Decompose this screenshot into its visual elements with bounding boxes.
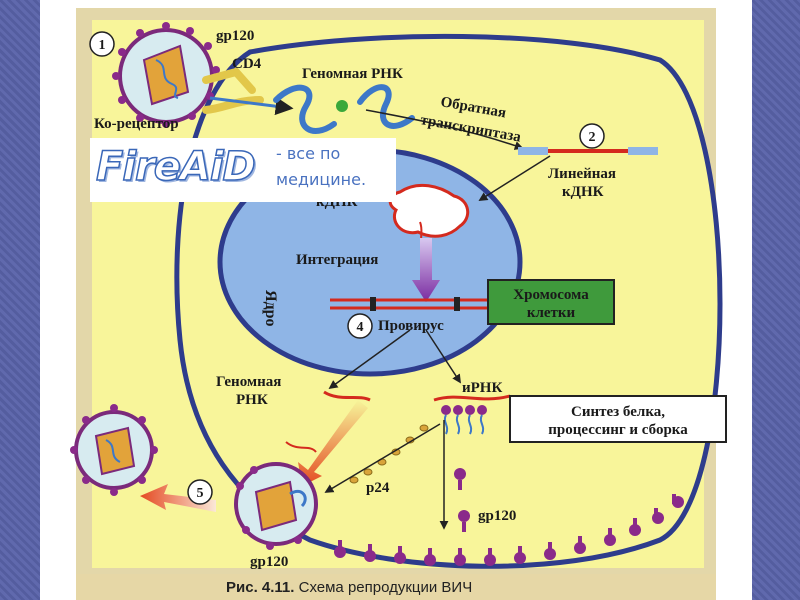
membrane-gp120-receptors [334,494,684,566]
svg-text:4: 4 [357,320,364,335]
label-synthesis-1: Синтез белка, [571,404,665,420]
reverse-transcriptase-enzyme [336,100,348,112]
gp120-cytoplasm [454,468,470,532]
linear-cdna [518,147,658,155]
rna-fragment [285,441,317,453]
svg-text:1: 1 [99,38,106,53]
entry-arrow [209,96,294,116]
watermark-tagline-2: медицине. [276,170,367,189]
mrna-ribosomes [433,394,511,435]
arrow-to-mrna [425,329,461,384]
label-p24: p24 [366,480,390,496]
label-synthesis-2: процессинг и сборка [548,422,688,438]
caption-number: Рис. 4.11. [226,579,295,596]
step-2: 2 [579,123,605,149]
svg-text:5: 5 [197,486,204,501]
label-gp120-top: gp120 [216,28,254,44]
virion-entering [112,22,220,128]
assembly-arrow-orange [298,400,368,486]
step-1: 1 [89,31,115,57]
release-arrow [140,484,216,512]
label-mrna: иРНК [462,380,502,396]
arrow-to-nucleus [478,155,551,201]
svg-text:2: 2 [589,130,596,145]
chromosome-label-box [487,279,615,325]
hiv-replication-diagram: 1 2 3 4 5 gp120 CD4 Ко-рецептор Геномная… [70,8,727,574]
watermark-logo: FireAiD [95,143,256,191]
genomic-rna-bottom [323,390,371,402]
label-provirus: Провирус [378,318,444,334]
label-chromosome-2: клетки [527,305,576,321]
label-linear-1: Линейная [548,166,616,182]
host-chromosome [330,297,492,311]
genomic-rna-top [273,84,415,134]
label-genomic-rna-bottom-2: РНК [236,392,268,408]
virion-budding [234,462,318,550]
label-linear-2: кДНК [562,184,604,200]
label-coreceptor: Ко-рецептор [94,116,179,132]
caption-text: Схема репродукции ВИЧ [298,579,473,596]
circular-cdna [388,183,470,238]
label-integration: Интеграция [296,252,378,268]
label-nucleus: Ядро [262,290,279,327]
label-gp120-right: gp120 [478,508,516,524]
label-cd4: CD4 [232,56,262,72]
label-chromosome-1: Хромосома [513,287,589,303]
label-gp120-bottom: gp120 [250,554,288,570]
slide-border-left [0,0,40,600]
integration-arrow [412,238,440,302]
label-genomic-rna-bottom-1: Геномная [216,374,281,390]
figure-caption: Рис. 4.11. Схема репродукции ВИЧ [76,574,716,600]
arrow-rt [365,109,524,150]
arrow-p24 [324,423,441,493]
step-5: 5 [187,479,213,505]
step-4: 4 [347,313,373,339]
slide: 1 2 3 4 5 gp120 CD4 Ко-рецептор Геномная… [40,0,752,600]
synthesis-box [509,395,727,443]
label-genomic-rna-top: Геномная РНК [302,66,403,82]
virion-released [70,404,158,496]
arrow-to-genomic-rna [328,329,411,390]
cd4-receptor [202,67,264,114]
watermark-fireaid: FireAiD - все по медицине. [90,138,396,202]
watermark-tagline-1: - все по [276,144,341,163]
slide-border-right [752,0,800,600]
